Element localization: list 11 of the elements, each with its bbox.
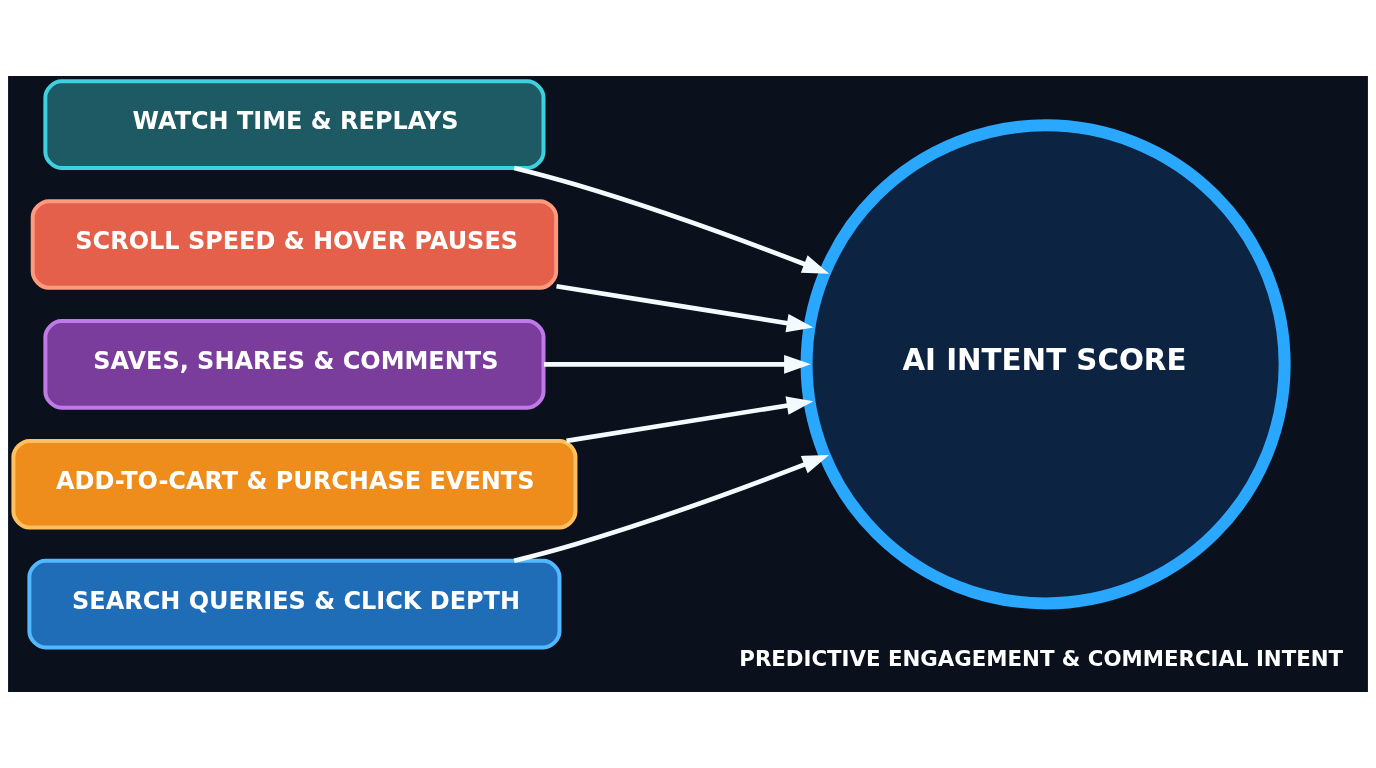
node-box: ADD-TO-CART & PURCHASE EVENTS: [11, 438, 578, 530]
node-box: SEARCH QUERIES & CLICK DEPTH: [27, 558, 562, 650]
node-box: SCROLL SPEED & HOVER PAUSES: [30, 199, 559, 290]
arrow: [556, 283, 814, 333]
arrow: [513, 165, 830, 274]
arrow: [566, 396, 814, 444]
arrow: [543, 355, 811, 374]
node-label: PREDICTIVE ENGAGEMENT & COMMERCIAL INTENT: [739, 646, 1344, 672]
arrow: [513, 454, 830, 563]
node-box: SAVES, SHARES & COMMENTS: [43, 319, 546, 410]
node-box: WATCH TIME & REPLAYS: [43, 79, 546, 170]
